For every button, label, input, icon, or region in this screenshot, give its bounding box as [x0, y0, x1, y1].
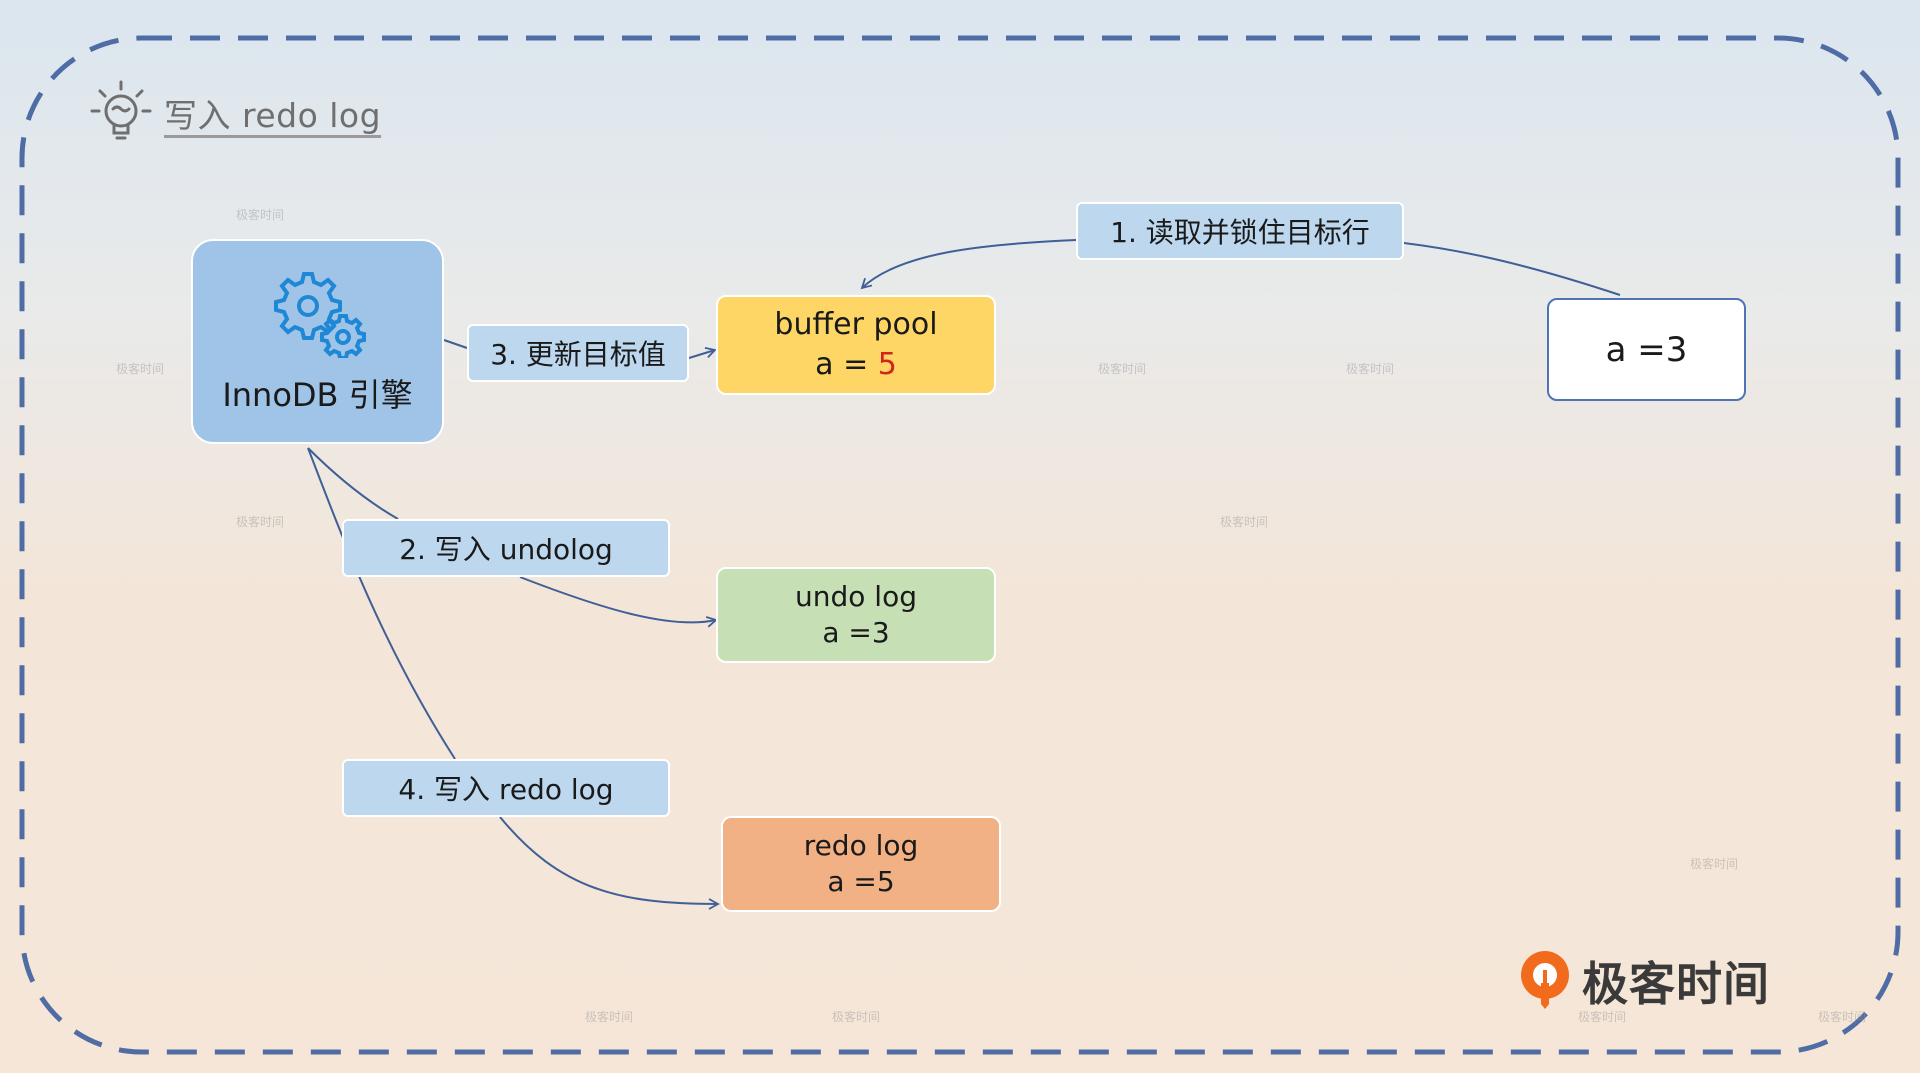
- step-1-label: 1. 读取并锁住目标行: [1076, 202, 1404, 260]
- gears-icon: [268, 268, 368, 362]
- brand-name: 极客时间: [1582, 957, 1770, 1011]
- watermark: 极客时间: [1818, 1010, 1867, 1024]
- watermark: 极客时间: [1346, 362, 1395, 376]
- watermark: 极客时间: [236, 515, 285, 529]
- undo-log-title: undo log: [795, 580, 917, 613]
- watermark: 极客时间: [832, 1010, 881, 1024]
- step-3-label: 3. 更新目标值: [467, 324, 689, 382]
- engine-label: InnoDB 引擎: [222, 375, 413, 414]
- edge-undo-arrow: [519, 576, 718, 628]
- watermark: 极客时间: [585, 1010, 634, 1024]
- innodb-engine-node: InnoDB 引擎: [191, 239, 444, 444]
- redo-log-value: a =5: [827, 865, 895, 898]
- watermark: 极客时间: [236, 208, 285, 222]
- edge-redo-in: [307, 447, 456, 760]
- edge-update-in: [443, 339, 468, 349]
- step-2-label: 2. 写入 undolog: [342, 519, 670, 577]
- watermark: 极客时间: [116, 362, 165, 376]
- watermark: 极客时间: [1220, 515, 1269, 529]
- undo-log-node: undo log a =3: [716, 567, 996, 663]
- buffer-pool-value-prefix: a =: [815, 347, 878, 382]
- watermark: 极客时间: [1578, 1010, 1627, 1024]
- watermark: 极客时间: [1098, 362, 1147, 376]
- buffer-pool-value-line: a = 5: [815, 345, 897, 385]
- buffer-pool-node: buffer pool a = 5: [716, 295, 996, 395]
- edge-update-arrow: [688, 346, 717, 359]
- redo-log-title: redo log: [803, 829, 919, 862]
- watermark: 极客时间: [1690, 857, 1739, 871]
- edge-read-lock-arrow: [860, 239, 1077, 290]
- brand-logo: 极客时间: [1516, 948, 1770, 1014]
- target-row-value: a =3: [1605, 329, 1688, 370]
- target-row-node: a =3: [1547, 298, 1746, 401]
- redo-log-node: redo log a =5: [721, 816, 1001, 912]
- edge-redo-arrow: [499, 816, 720, 910]
- lightbulb-icon: [88, 78, 154, 148]
- undo-log-value: a =3: [822, 616, 890, 649]
- buffer-pool-title: buffer pool: [774, 307, 938, 342]
- slide-title: 写入 redo log: [164, 96, 382, 135]
- step-4-label: 4. 写入 redo log: [342, 759, 670, 817]
- edge-undo-in: [307, 447, 399, 520]
- edge-read-lock: [1403, 242, 1621, 296]
- buffer-pool-value: 5: [877, 347, 897, 382]
- slide-header: 写入 redo log: [88, 78, 381, 148]
- brand-logo-icon: [1516, 948, 1574, 1014]
